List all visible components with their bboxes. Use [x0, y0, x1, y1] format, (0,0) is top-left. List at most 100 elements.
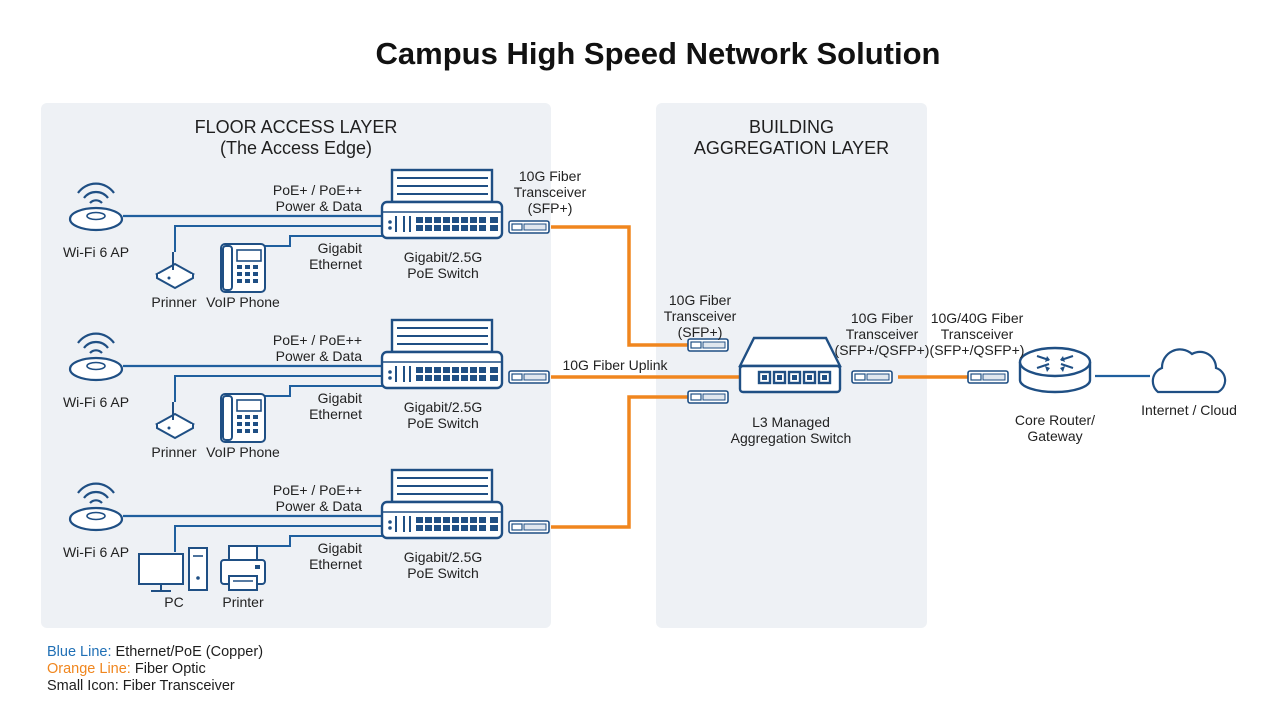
device2-label-line1: VoIP Phone: [206, 294, 280, 310]
floor1-transceiver-label-line3: (SFP+): [527, 200, 573, 216]
device2-label: VoIP Phone: [203, 294, 283, 310]
floor1-transceiver-label-line1: 10G Fiber: [518, 168, 582, 184]
device1-link-floor-1: [174, 225, 390, 252]
aggregation-switch-label-line2: Aggregation Switch: [730, 430, 852, 446]
wifi-ap-label-line1: Wi-Fi 6 AP: [62, 244, 130, 260]
switch-label-line1: Gigabit/2.5G: [403, 549, 483, 565]
device1-label: Prinner: [134, 444, 214, 460]
wifi-ap-label: Wi-Fi 6 AP: [56, 394, 136, 410]
ethernet-label-line1: Gigabit: [317, 240, 362, 256]
device1-label-line1: PC: [164, 594, 184, 610]
pc-icon: [138, 547, 208, 592]
device1-link-floor-2: [174, 375, 390, 402]
wifi-ap-label-line1: Wi-Fi 6 AP: [62, 394, 130, 410]
sfp-transceiver-agg-in-top: [687, 338, 729, 352]
switch-label-line2: PoE Switch: [407, 565, 479, 581]
fiber-uplink-bottom: [551, 395, 691, 529]
ethernet-label-line1: Gigabit: [317, 540, 362, 556]
wifi-ap-label: Wi-Fi 6 AP: [56, 244, 136, 260]
aggregation-layer-title: BUILDING AGGREGATION LAYER: [656, 117, 927, 159]
voip-phone-icon: [220, 393, 266, 443]
legend-orange-desc: Fiber Optic: [130, 661, 206, 677]
uplink-label: 10G Fiber Uplink: [555, 357, 675, 373]
sfp-transceiver-agg-in-bottom: [687, 390, 729, 404]
legend-icon-key: Small Icon: Fiber Transceiver: [47, 678, 235, 694]
page-title: Campus High Speed Network Solution: [375, 36, 941, 71]
access-layer-title-line1: FLOOR ACCESS LAYER: [194, 117, 398, 137]
uplink-label-line1: 10G Fiber Uplink: [562, 357, 668, 373]
core-router-label-line2: Gateway: [1027, 428, 1083, 444]
core-router-icon: [1018, 346, 1092, 394]
device1-label-line1: Prinner: [151, 294, 197, 310]
cloud-label: Internet / Cloud: [1130, 402, 1248, 418]
fiber-uplink-top: [551, 225, 691, 347]
aggregation-switch-label-line1: L3 Managed: [752, 414, 830, 430]
printer-device-icon: [154, 252, 196, 290]
poe-label-line1: PoE+ / PoE++: [272, 332, 362, 348]
wifi-ap-icon: [68, 332, 124, 382]
printer-device-icon: [154, 402, 196, 440]
cloud-label-line1: Internet / Cloud: [1141, 402, 1237, 418]
poe-switch-icon: [380, 318, 504, 390]
poe-label-line1: PoE+ / PoE++: [272, 182, 362, 198]
printer-icon: [220, 545, 266, 591]
device1-link-floor-3: [174, 525, 390, 552]
aggregation-layer-title-line1: BUILDING: [748, 117, 835, 137]
switch-label-line1: Gigabit/2.5G: [403, 399, 483, 415]
device2-label-line1: Printer: [222, 594, 264, 610]
cloud-icon: [1151, 348, 1227, 394]
agg-in-transceiver-label-line3: (SFP+): [677, 324, 723, 340]
access-layer-title-line2: (The Access Edge): [219, 138, 373, 158]
access-layer-title: FLOOR ACCESS LAYER (The Access Edge): [141, 117, 451, 159]
poe-label-line2: Power & Data: [275, 498, 362, 514]
aggregation-switch-icon: [738, 336, 842, 394]
legend-orange-key: Orange Line:: [47, 661, 131, 677]
sfp-transceiver-icon: [508, 220, 550, 234]
core-router-label: Core Router/Gateway: [1000, 412, 1110, 444]
poe-switch-icon: [380, 168, 504, 240]
poe-label: PoE+ / PoE++Power & Data: [240, 482, 362, 514]
sfp-transceiver-core-in: [967, 370, 1009, 384]
core-in-transceiver-label-line2: Transceiver: [940, 326, 1014, 342]
core-in-transceiver-label-line1: 10G/40G Fiber: [930, 310, 1024, 326]
device2-label-line1: VoIP Phone: [206, 444, 280, 460]
agg-in-transceiver-label-line2: Transceiver: [663, 308, 737, 324]
aggregation-layer-title-line2: AGGREGATION LAYER: [693, 138, 890, 158]
sfp-transceiver-icon: [508, 520, 550, 534]
wifi-ap-icon: [68, 182, 124, 232]
device2-label: VoIP Phone: [203, 444, 283, 460]
wifi-ap-label-line1: Wi-Fi 6 AP: [62, 544, 130, 560]
device1-label: Prinner: [134, 294, 214, 310]
sfp-transceiver-agg-out: [851, 370, 893, 384]
ethernet-label-line1: Gigabit: [317, 390, 362, 406]
agg-out-transceiver-label-line1: 10G Fiber: [850, 310, 914, 326]
legend-blue-line: Blue Line: Ethernet/PoE (Copper): [47, 644, 263, 661]
voip-phone-icon: [220, 243, 266, 293]
legend-orange-line: Orange Line: Fiber Optic: [47, 661, 263, 678]
wifi-ap-icon: [68, 482, 124, 532]
device2-label: Printer: [203, 594, 283, 610]
poe-label: PoE+ / PoE++Power & Data: [240, 332, 362, 364]
device1-label-line1: Prinner: [151, 444, 197, 460]
sfp-transceiver-icon: [508, 370, 550, 384]
poe-label-line1: PoE+ / PoE++: [272, 482, 362, 498]
ethernet-label-line2: Ethernet: [309, 406, 362, 422]
ethernet-label-line2: Ethernet: [309, 556, 362, 572]
switch-label-line1: Gigabit/2.5G: [403, 249, 483, 265]
poe-label-line2: Power & Data: [275, 198, 362, 214]
legend-blue-desc: Ethernet/PoE (Copper): [111, 644, 264, 660]
poe-label-line2: Power & Data: [275, 348, 362, 364]
core-in-transceiver-label-line3: (SFP+/QSFP+): [929, 342, 1025, 358]
ethernet-label-line2: Ethernet: [309, 256, 362, 272]
